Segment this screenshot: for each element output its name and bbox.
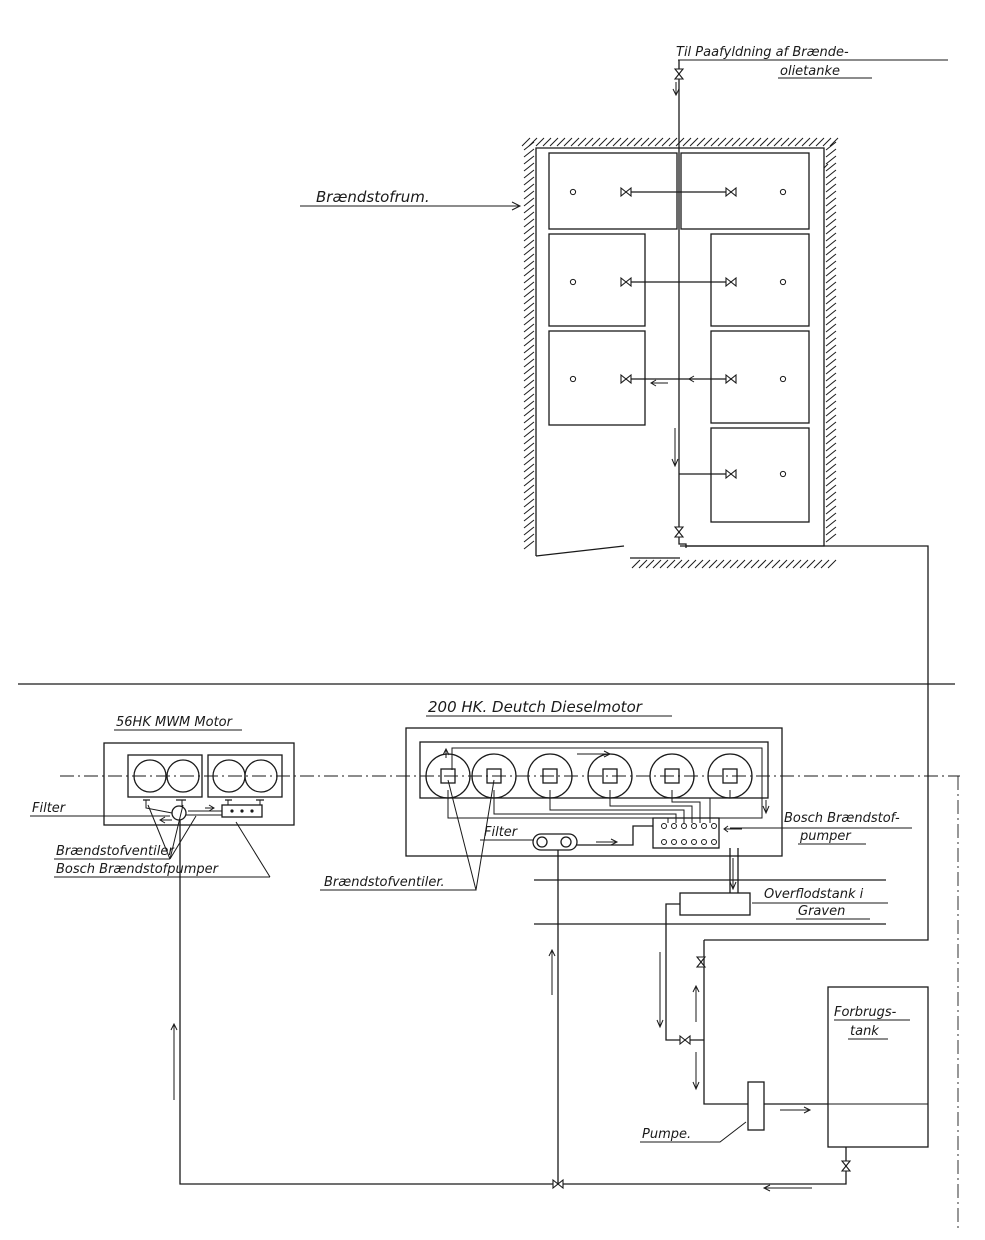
fuel-tank-3 [548, 233, 646, 327]
return-pipe [179, 820, 847, 1185]
refill-label-2: olietanke [780, 64, 840, 79]
deutz-motor-label: 200 HK. Deutch Dieselmotor [428, 698, 643, 716]
mwm-motor-label: 56HK MWM Motor [116, 715, 234, 730]
deutz-injector-leaders [320, 779, 495, 891]
mwm-bosch-label: Bosch Brændstofpumper [56, 862, 220, 877]
mwm-leader-lines [147, 804, 271, 878]
pump [747, 1081, 765, 1131]
fuel-room-label: Brændstofrum. [316, 188, 430, 206]
fill-arrow-down [672, 82, 680, 97]
deutz-cylinder-frame [419, 741, 769, 799]
overflow-valve [679, 1035, 691, 1045]
supply-pipe [686, 545, 929, 941]
overflow-label-2: Graven [798, 904, 845, 919]
deutz-bosch-label-1: Bosch Brændstof- [784, 811, 900, 826]
refill-underline [678, 59, 948, 79]
pump-label: Pumpe. [642, 1127, 691, 1142]
overflow-label-1: Overflodstank i [764, 887, 864, 902]
consumption-tank [827, 986, 929, 1148]
overflow-tank [679, 892, 751, 916]
fill-valve-top [674, 68, 684, 80]
pit-outline [534, 879, 886, 925]
fuel-tank-1 [548, 152, 678, 230]
fuel-room-hatching [521, 137, 839, 569]
fuel-room [521, 59, 929, 941]
mwm-injectors-label: Brændstofventiler [56, 844, 175, 859]
deutz-filter-label: Filter [484, 825, 519, 840]
fuel-room-outlet-valve [674, 526, 684, 538]
flow-arrow [650, 379, 668, 387]
mwm-motor [103, 742, 295, 826]
refill-label-1: Til Paafyldning af Brænde- [676, 45, 849, 60]
fuel-tank-5 [548, 330, 646, 426]
pump-suction-pipe [703, 940, 750, 1105]
deutz-bosch-label-2: pumper [799, 829, 852, 844]
tank-outlet-valve [841, 1160, 851, 1172]
flow-arrow [671, 428, 679, 468]
fuel-room-door [535, 545, 625, 557]
consumption-label-2: tank [850, 1024, 879, 1039]
deutz-injectors-label: Brændstofventiler. [324, 875, 445, 890]
fuel-tank-2 [680, 152, 810, 230]
flow-arrow [688, 375, 706, 383]
deutz-motor [405, 727, 783, 895]
consumption-label-1: Forbrugs- [834, 1005, 897, 1020]
tank-manholes [569, 188, 787, 478]
mwm-filter-label: Filter [32, 801, 67, 816]
